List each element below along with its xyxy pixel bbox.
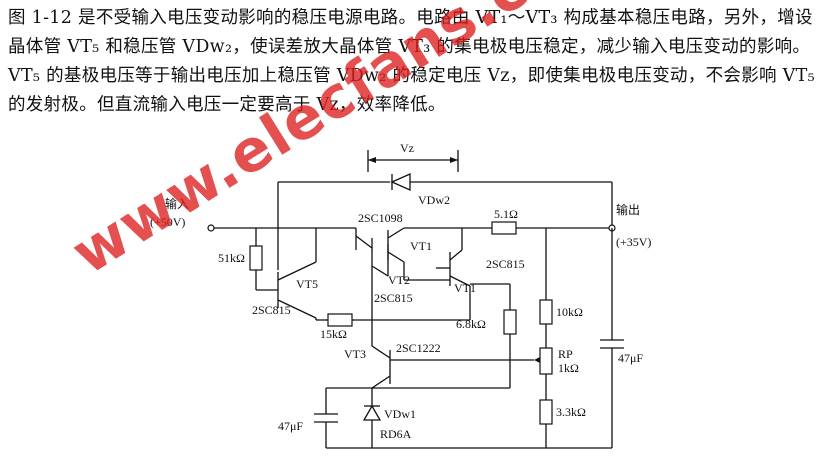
resistor-15k: 15kΩ <box>316 313 372 341</box>
q2sc1098-label: 2SC1098 <box>358 211 403 225</box>
transistor-vt1-vt2: 2SC1098 VT1 VT2 2SC815 <box>316 211 432 320</box>
resistor-6-8k: 6.8kΩ <box>456 283 517 388</box>
description-text: 图 1-12 是不受输入电压变动影响的稳压电源电路。电路由 VT₁～VT₃ 构成… <box>8 8 821 115</box>
c47-left-label: 47μF <box>278 419 303 433</box>
rp-label: RP <box>558 347 573 361</box>
vt-right-label: VT1 <box>454 281 476 295</box>
r33k-label: 3.3kΩ <box>556 405 586 419</box>
q2sc1222-label: 2SC1222 <box>396 341 441 355</box>
transistor-vt3: VT3 2SC1222 <box>344 320 534 400</box>
output-label: 输出 <box>616 202 640 217</box>
c47-right-label: 47μF <box>618 351 643 365</box>
capacitor-left: 47μF <box>278 388 338 448</box>
transistor-vt1-right: VT1 2SC815 <box>372 228 525 321</box>
vt3-label: VT3 <box>344 347 366 361</box>
vz-dimension: Vz <box>367 141 459 172</box>
r10k-label: 10kΩ <box>556 305 583 319</box>
vz-label: Vz <box>400 141 414 155</box>
r54-label: 5.1Ω <box>494 207 518 221</box>
output-voltage-label: (+35V) <box>616 235 651 249</box>
rp-value-label: 1kΩ <box>558 361 579 375</box>
vt5-label: VT5 <box>296 277 318 291</box>
q2sc815a-label: 2SC815 <box>374 291 413 305</box>
input-voltage-label: (+50V) <box>150 215 185 229</box>
output-terminal: 输出 (+35V) <box>608 182 651 249</box>
r51k-label: 51kΩ <box>218 251 245 265</box>
vt2-label: VT2 <box>388 273 410 287</box>
resistor-5-1: 5.1Ω <box>404 207 612 235</box>
vdw2-zener: VDw2 <box>278 172 612 207</box>
transistor-vt5: VT5 2SC815 <box>252 182 318 320</box>
r68k-label: 6.8kΩ <box>456 317 486 331</box>
rd6a-label: RD6A <box>380 427 412 441</box>
resistor-51k: 51kΩ <box>218 228 263 290</box>
divider-chain: 10kΩ RP 1kΩ 3.3kΩ <box>534 228 586 448</box>
zener-vdw1: VDw1 RD6A <box>326 387 510 448</box>
vt5-part-label: 2SC815 <box>252 303 291 317</box>
r15k-label: 15kΩ <box>320 327 347 341</box>
q2sc815b-label: 2SC815 <box>486 257 525 271</box>
capacitor-right: 47μF <box>600 228 643 448</box>
vt1-label: VT1 <box>410 239 432 253</box>
input-label: 输入 <box>165 196 189 211</box>
input-terminal: 输入 (+50V) <box>150 196 316 232</box>
vdw1-label: VDw1 <box>384 407 416 421</box>
vdw2-label: VDw2 <box>418 193 450 207</box>
